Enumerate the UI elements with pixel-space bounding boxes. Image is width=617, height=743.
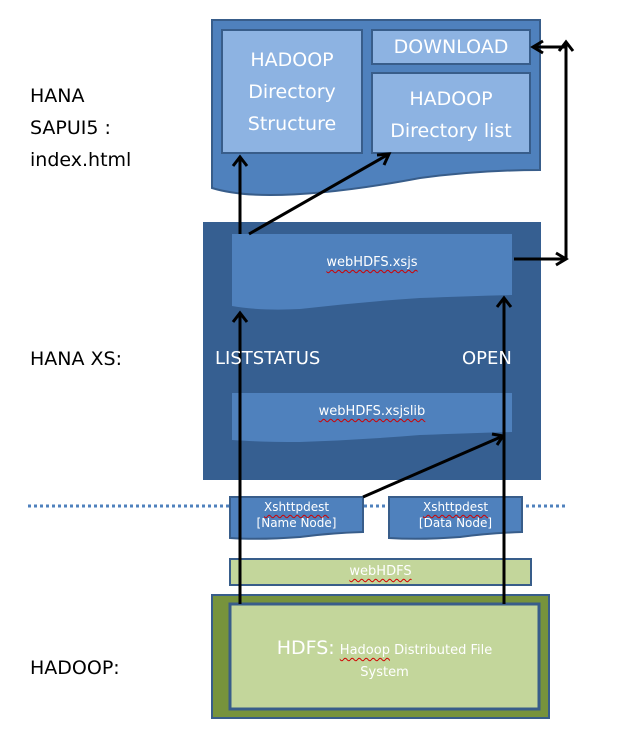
- sapui5-label-line-3: index.html: [30, 149, 132, 171]
- sapui5-label-line-1: HANA: [30, 85, 85, 107]
- data-node-dest-box[interactable]: [388, 496, 523, 540]
- liststatus-label: LISTSTATUS: [215, 348, 321, 369]
- directory-structure-label: HADOOP Directory Structure: [222, 44, 362, 140]
- xsjslib-box: [232, 393, 512, 442]
- name-node-dest-box[interactable]: [229, 496, 364, 540]
- sapui5-layer-label: HANA SAPUI5 : index.html: [30, 80, 131, 176]
- data-node-label: Xshttpdest [Data Node]: [389, 499, 522, 531]
- arrowhead-download: [530, 39, 544, 55]
- xsjslib-label: webHDFS.xsjslib: [318, 404, 426, 419]
- arrowhead-open: [495, 295, 513, 308]
- dir-structure-line-2: Directory: [248, 81, 336, 103]
- open-label: OPEN: [462, 348, 512, 369]
- webhdfs-box: [229, 558, 532, 586]
- data-node-line-1: Xshttpdest: [422, 500, 489, 514]
- arrowhead-dir-structure: [231, 154, 249, 167]
- name-node-line-1: Xshttpdest: [263, 500, 330, 514]
- hdfs-prefix: HDFS:: [276, 637, 335, 659]
- arrowhead-liststatus: [231, 310, 249, 323]
- hdfs-word: Hadoop: [339, 643, 390, 658]
- directory-structure-box[interactable]: [221, 29, 363, 154]
- directory-list-label: HADOOP Directory list: [372, 83, 530, 147]
- arrowhead-xsjslib: [491, 432, 506, 446]
- dir-list-line-2: Directory list: [390, 120, 512, 142]
- arrow-to-dir-list: [248, 152, 390, 236]
- dir-structure-line-3: Structure: [247, 113, 337, 135]
- arrows: [231, 39, 575, 604]
- hadoop-layer-label: HADOOP:: [30, 657, 120, 679]
- arrow-namenode-to-xsjslib: [362, 434, 504, 499]
- download-label: DOWNLOAD: [393, 36, 509, 58]
- arrowhead-dir-list: [376, 152, 392, 166]
- hdfs-box: [228, 602, 541, 711]
- webhdfs-label: webHDFS: [349, 564, 412, 579]
- name-node-label: Xshttpdest [Name Node]: [230, 499, 363, 531]
- directory-list-box[interactable]: [371, 72, 531, 154]
- dir-structure-line-1: HADOOP: [250, 49, 334, 71]
- dir-list-line-1: HADOOP: [409, 88, 493, 110]
- hdfs-rest: Distributed File: [389, 643, 493, 658]
- xs-layer-label: HANA XS:: [30, 348, 123, 370]
- xsjs-box: [232, 234, 512, 310]
- data-node-line-2: [Data Node]: [418, 516, 493, 530]
- sapui5-label-line-2: SAPUI5 :: [30, 117, 111, 139]
- xsjs-label: webHDFS.xsjs: [326, 255, 418, 270]
- hdfs-line-2: System: [360, 665, 409, 680]
- hdfs-label: HDFS: Hadoop Distributed File System: [230, 636, 539, 683]
- download-box[interactable]: [371, 29, 531, 65]
- name-node-line-2: [Name Node]: [256, 516, 337, 530]
